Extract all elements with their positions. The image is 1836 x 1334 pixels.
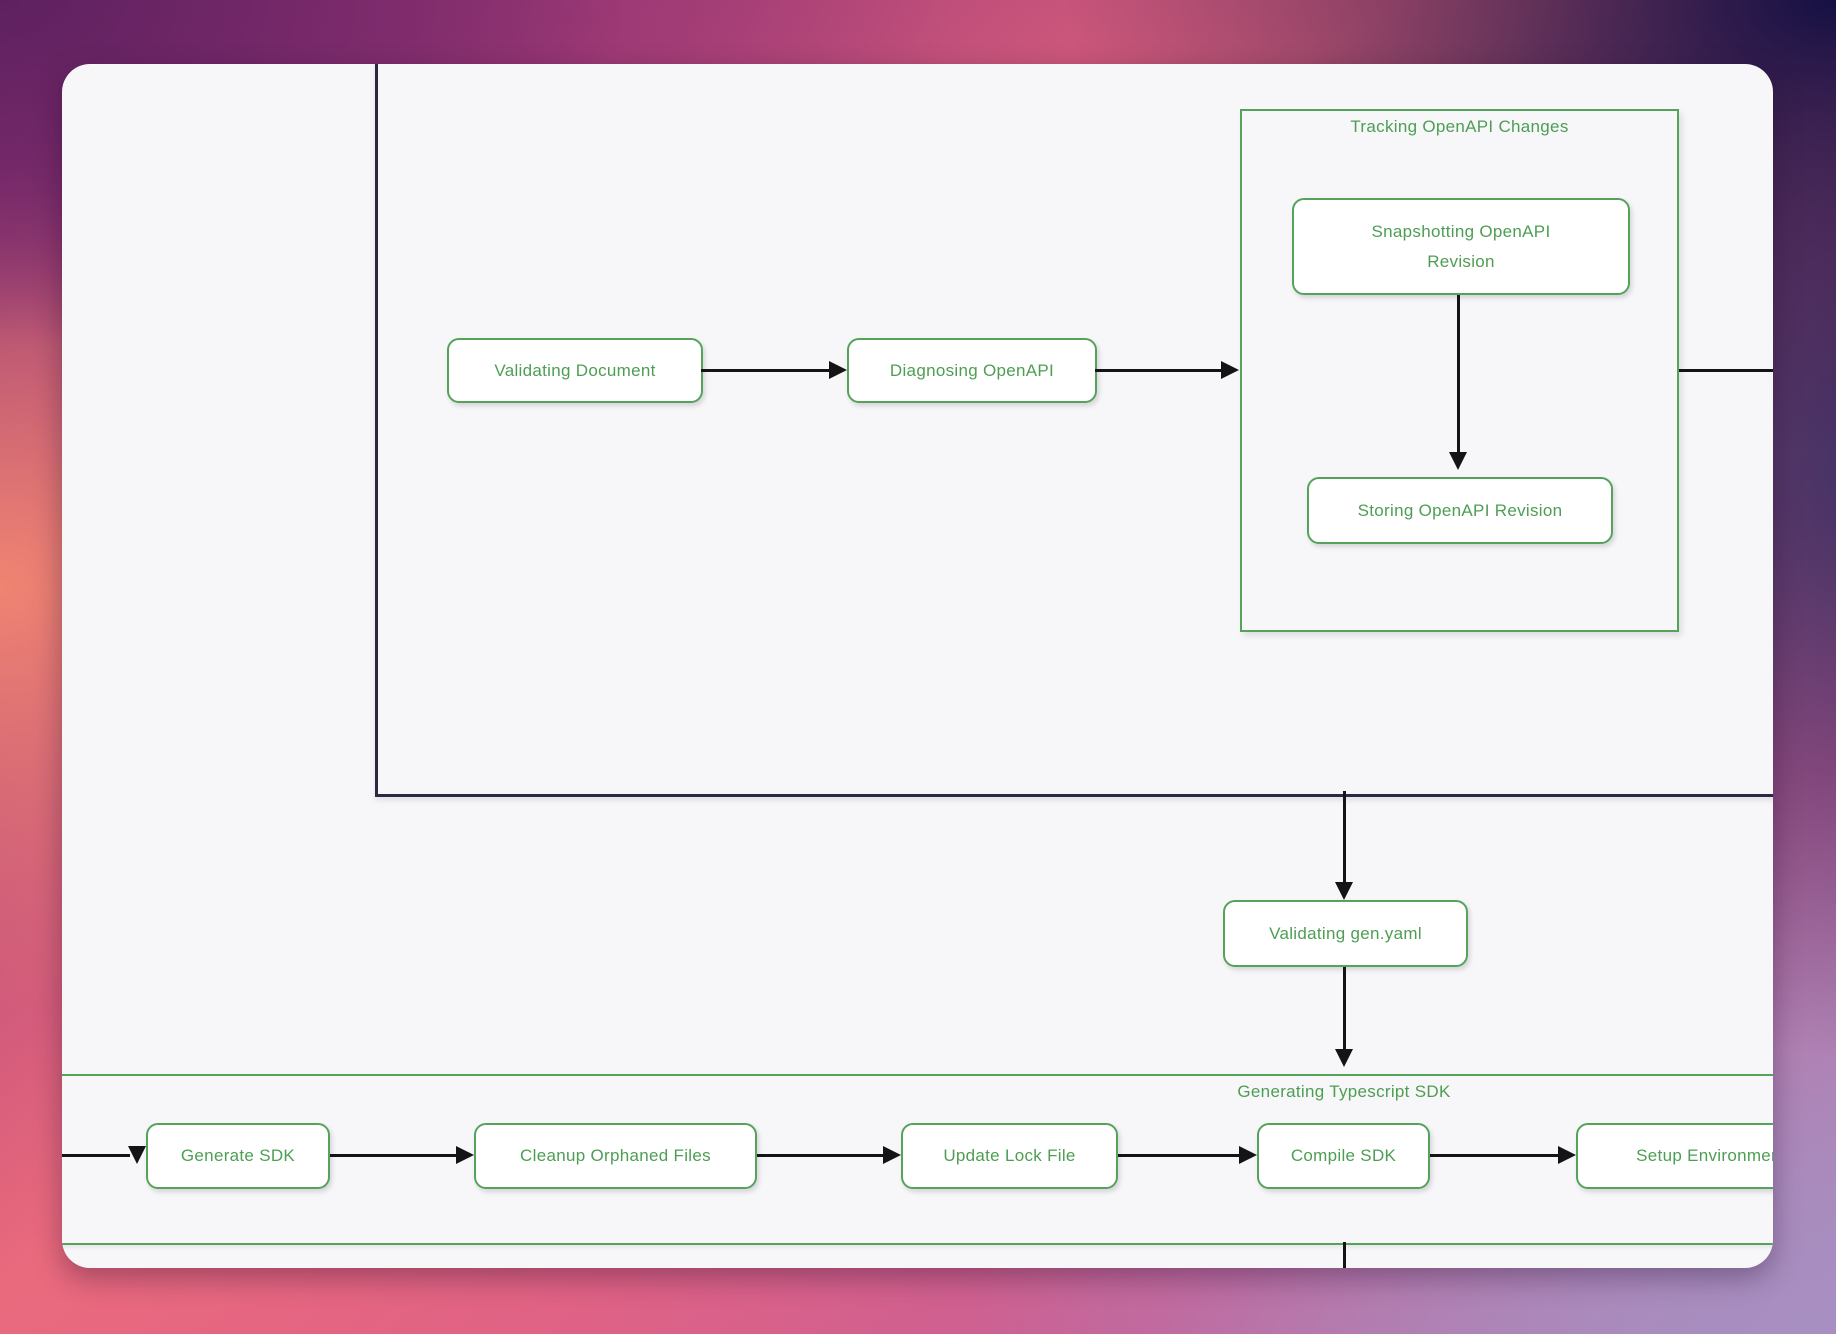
- edge-validating-to-diagnosing: [701, 369, 831, 372]
- arrowhead-right-icon: [128, 1146, 146, 1164]
- edge-band-exit-bottom: [1343, 1242, 1346, 1268]
- edge-update-lock-to-compile: [1118, 1154, 1241, 1157]
- arrowhead-down-icon: [1335, 1049, 1353, 1067]
- node-setup-environment: Setup Environment: [1576, 1123, 1773, 1189]
- arrowhead-right-icon: [883, 1146, 901, 1164]
- edge-generate-to-cleanup: [330, 1154, 458, 1157]
- edge-compile-to-setup-env: [1430, 1154, 1560, 1157]
- node-validating-document: Validating Document: [447, 338, 703, 403]
- edge-cleanup-to-update-lock: [757, 1154, 885, 1157]
- arrowhead-down-icon: [1449, 452, 1467, 470]
- node-update-lock-file: Update Lock File: [901, 1123, 1118, 1189]
- container-tracking-openapi-changes: [1240, 109, 1679, 632]
- container-generating-typescript-sdk: [62, 1074, 1773, 1245]
- node-cleanup-orphaned-files: Cleanup Orphaned Files: [474, 1123, 757, 1189]
- node-validating-gen-yaml: Validating gen.yaml: [1223, 900, 1468, 967]
- container-generating-typescript-sdk-title: Generating Typescript SDK: [1237, 1082, 1451, 1101]
- arrowhead-right-icon: [456, 1146, 474, 1164]
- diagram-canvas: Tracking OpenAPI Changes Generating Type…: [62, 64, 1773, 1268]
- arrowhead-right-icon: [829, 361, 847, 379]
- arrowhead-right-icon: [1221, 361, 1239, 379]
- edge-diagnosing-to-tracking: [1095, 369, 1223, 372]
- arrowhead-right-icon: [1239, 1146, 1257, 1164]
- node-generate-sdk: Generate SDK: [146, 1123, 330, 1189]
- edge-tracking-exit-right: [1679, 369, 1773, 372]
- edge-outer-to-validating-gen-yaml: [1343, 791, 1346, 883]
- arrowhead-right-icon: [1558, 1146, 1576, 1164]
- node-diagnosing-openapi: Diagnosing OpenAPI: [847, 338, 1097, 403]
- edge-validating-gen-yaml-to-band: [1343, 967, 1346, 1050]
- arrowhead-down-icon: [1335, 882, 1353, 900]
- edge-snapshotting-to-storing: [1457, 295, 1460, 453]
- node-compile-sdk: Compile SDK: [1257, 1123, 1430, 1189]
- edge-entering-generate-sdk: [62, 1154, 130, 1157]
- outer-subgraph-border: [375, 64, 1773, 797]
- node-storing-openapi-revision: Storing OpenAPI Revision: [1307, 477, 1613, 544]
- node-snapshotting-openapi-revision: Snapshotting OpenAPI Revision: [1292, 198, 1630, 295]
- container-tracking-openapi-changes-title: Tracking OpenAPI Changes: [1350, 117, 1569, 136]
